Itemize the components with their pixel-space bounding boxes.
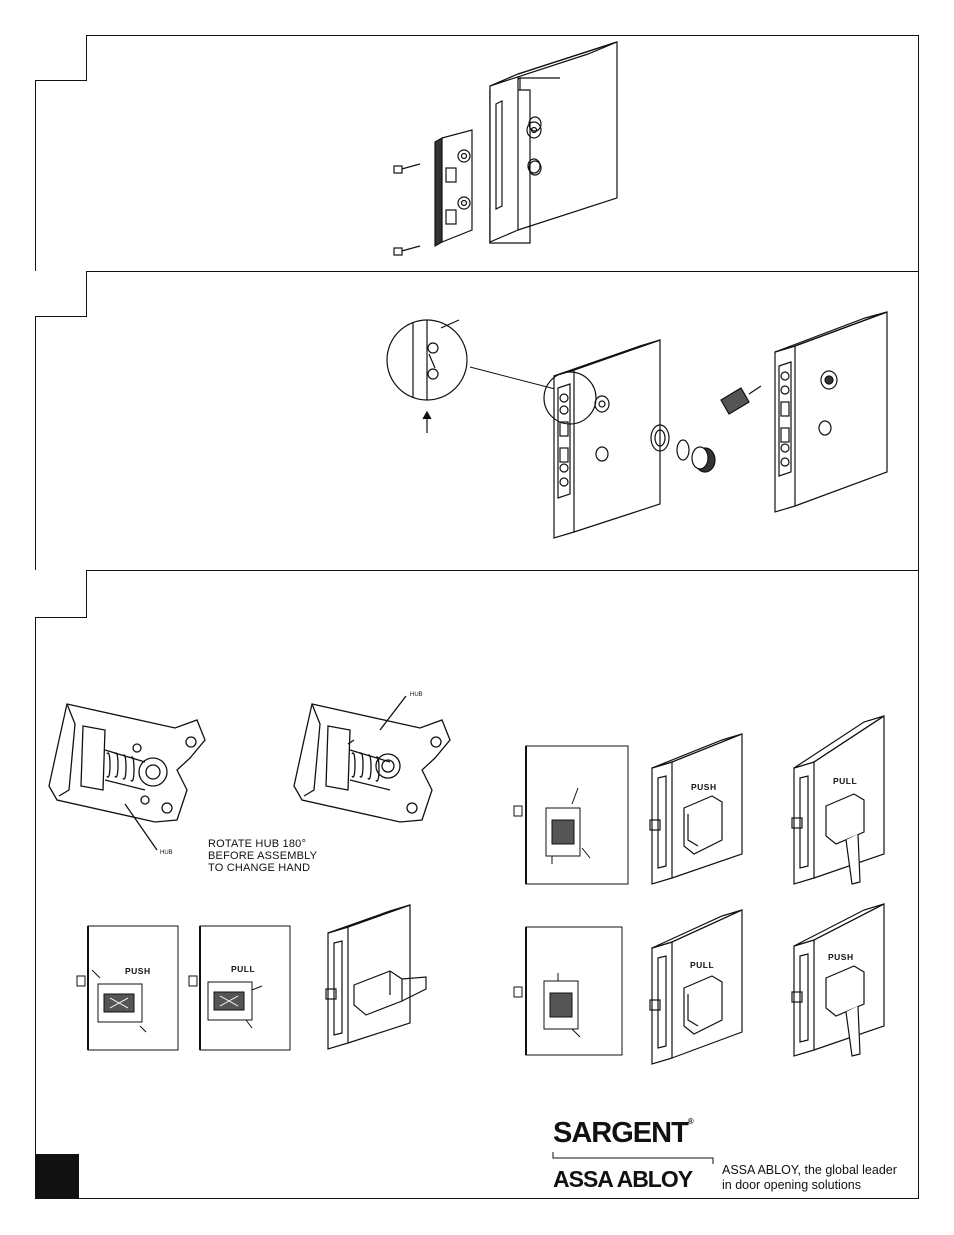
door-with-lever-pull-2 [648, 906, 748, 1066]
section-divider-1 [35, 271, 919, 272]
door-with-lever-pull [790, 714, 890, 886]
brand-name: SARGENT [553, 1117, 688, 1149]
tagline: ASSA ABLOY, the global leader in door op… [722, 1163, 912, 1193]
screw-top [394, 164, 420, 173]
hub-label-left: HUB [160, 850, 173, 856]
page-number-tab [35, 1154, 79, 1198]
door-with-lever-push-2 [790, 900, 890, 1060]
label-push-c: PUSH [828, 952, 854, 962]
door-front-view-d [512, 925, 627, 1057]
door-front-view-c [512, 744, 632, 886]
rotate-note-line-2: BEFORE ASSEMBLY [208, 850, 317, 862]
hub-label-right: HUB [410, 692, 423, 698]
label-push-a: PUSH [125, 966, 151, 976]
door-slab-1 [488, 38, 618, 243]
door-with-lever-push [648, 730, 748, 885]
hub-assembly-left [45, 700, 210, 830]
door-front-view-push [70, 920, 185, 1055]
label-pull-c: PULL [690, 960, 714, 970]
section-divider-2 [35, 570, 919, 571]
door-with-lever-a [322, 905, 432, 1050]
door-front-view-pull [186, 920, 301, 1055]
label-pull-b: PULL [833, 776, 857, 786]
assa-abloy-logo: ASSA ABLOY [553, 1166, 692, 1193]
logo-bracket [553, 1152, 718, 1164]
screw-bottom [394, 246, 420, 255]
label-push-b: PUSH [691, 782, 717, 792]
sargent-logo: SARGENT® [553, 1117, 693, 1150]
step-box-2 [35, 271, 87, 317]
rotate-note-line-3: TO CHANGE HAND [208, 862, 317, 874]
tagline-line-1: ASSA ABLOY, the global leader [722, 1163, 912, 1178]
tagline-line-2: in door opening solutions [722, 1178, 912, 1193]
registered-mark: ® [688, 1117, 693, 1126]
step-box-3 [35, 570, 87, 618]
door-slab-3 [765, 292, 890, 514]
rotate-hub-note: ROTATE HUB 180° BEFORE ASSEMBLY TO CHANG… [208, 838, 317, 874]
rotate-note-line-1: ROTATE HUB 180° [208, 838, 317, 850]
label-pull-a: PULL [231, 964, 255, 974]
step-box-1 [35, 35, 87, 81]
cylinder-parts [645, 380, 765, 480]
hub-assembly-right [290, 700, 455, 830]
